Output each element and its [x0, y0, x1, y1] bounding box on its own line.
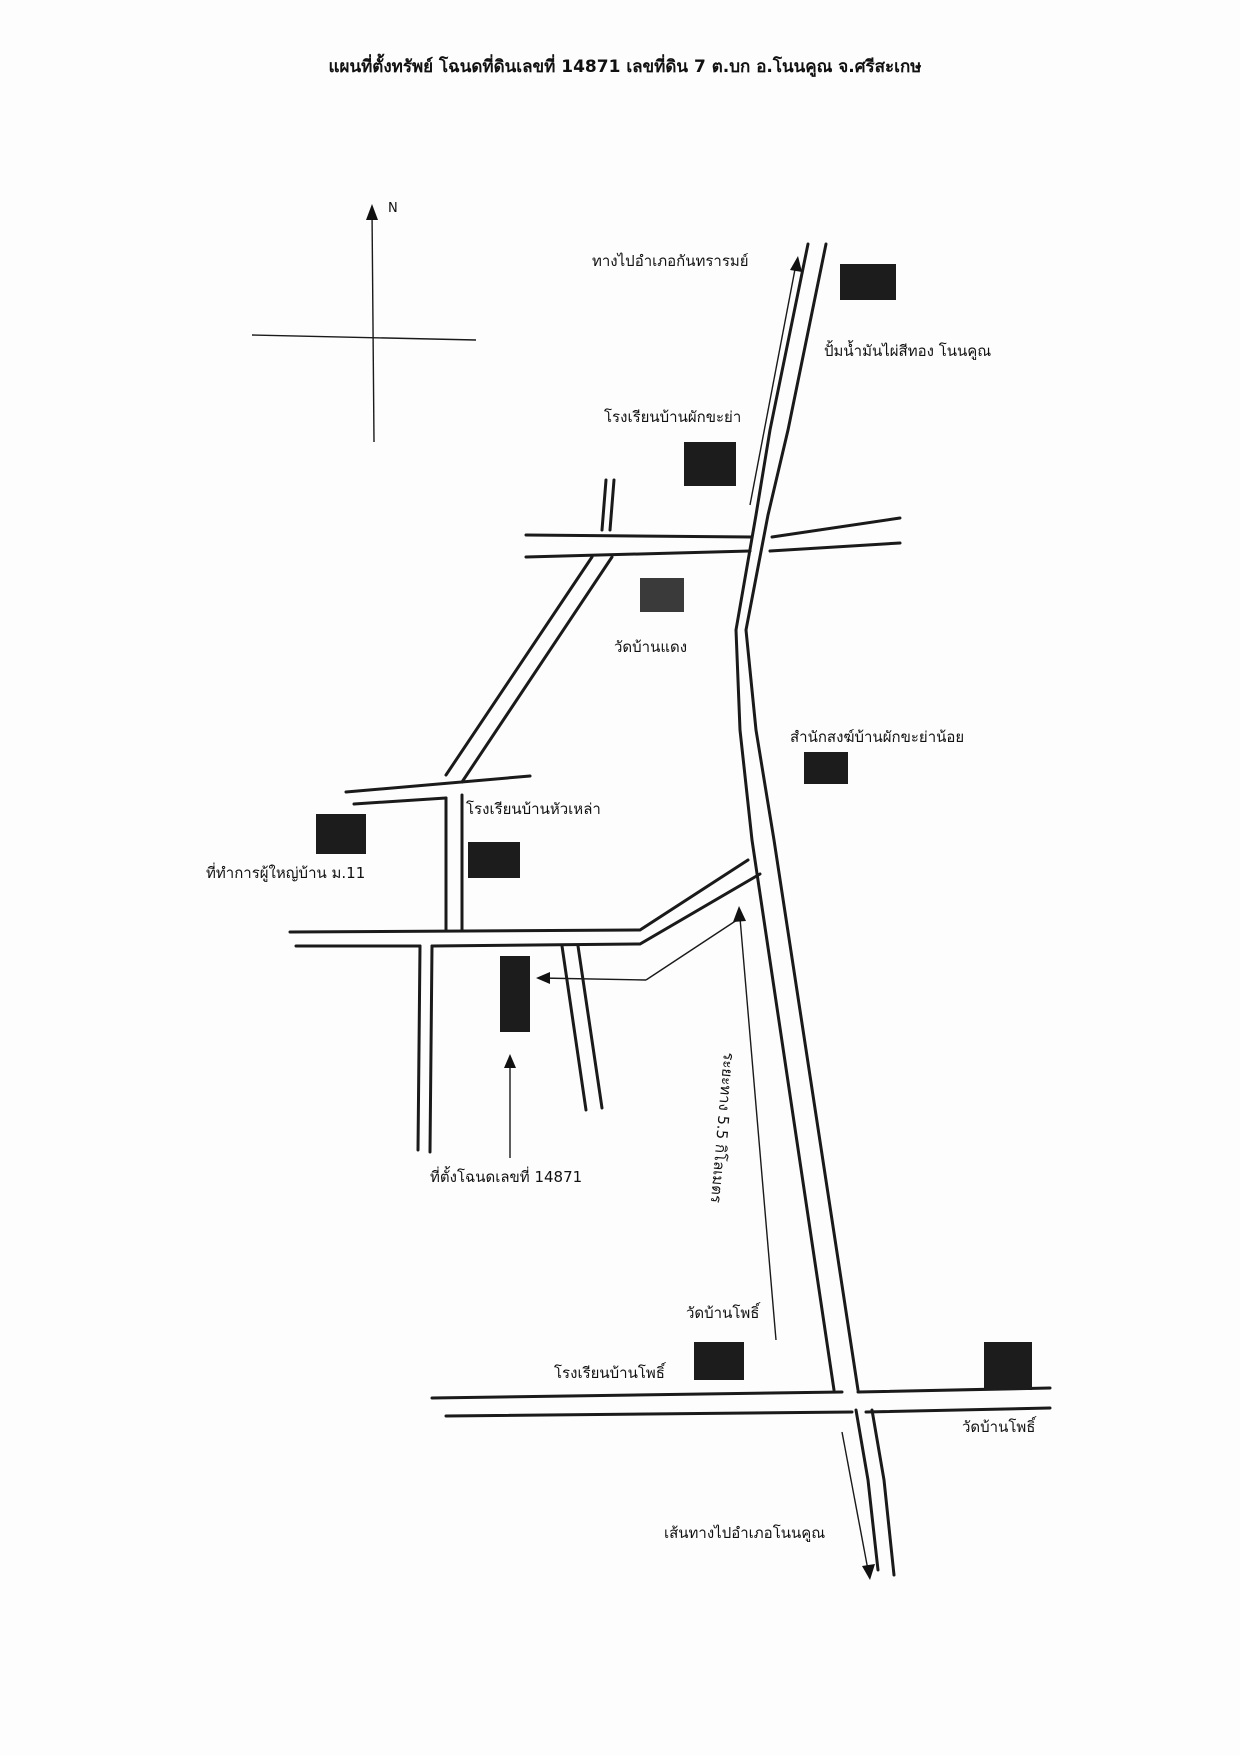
main-road: [734, 242, 896, 1577]
arrow-to-non-khun: [841, 1431, 869, 1571]
north-label: N: [388, 201, 398, 216]
label-school-phak-kha-ya: โรงเรียนบ้านผักขะย่า: [604, 408, 741, 426]
label-wat-ban-pho-right: วัดบ้านโพธิ์: [962, 1416, 1037, 1436]
south-road-lower-east: [864, 1406, 1052, 1414]
village-road-south-east-edge: [428, 944, 434, 1154]
place-labels: ทางไปอำเภอกันทรารมย์ ปั้มน้ำมันไผ่สีทอง …: [206, 252, 1037, 1542]
main-road-south-west-edge: [854, 1408, 880, 1572]
compass-ns-line: [371, 209, 375, 443]
school-hua-lao-building: [468, 842, 520, 878]
village-road-main-upper: [288, 858, 750, 934]
arrow-to-kanthararom: [749, 263, 797, 506]
compass-ew-line: [251, 334, 477, 341]
side-road-stub-left: [600, 478, 608, 532]
village-head-office-building: [316, 814, 366, 854]
label-wat-ban-daeng: วัดบ้านแดง: [614, 638, 687, 656]
village-road-south2-east-edge: [576, 944, 604, 1110]
arrow-route-to-plot: [539, 977, 647, 981]
village-road-top-upper: [344, 774, 532, 794]
north-compass: N: [251, 201, 477, 443]
junction-road-upper-west: [524, 533, 754, 539]
south-road-upper-west: [430, 1390, 844, 1400]
main-road-west-edge: [734, 242, 836, 1392]
label-school-hua-lao: โรงเรียนบ้านหัวเหล่า: [466, 800, 601, 818]
side-road-stub-right: [608, 478, 616, 532]
arrow-head-distance-icon: [733, 906, 746, 922]
village-road-main-lower-east: [430, 872, 762, 948]
arrow-head-plot-icon: [536, 972, 550, 984]
arrow-head-property-icon: [504, 1054, 516, 1068]
village-road-top-lower: [352, 796, 448, 806]
diagonal-road-east-edge: [460, 555, 614, 784]
village-road-south2-west-edge: [560, 944, 588, 1112]
arrow-route-diagonal: [645, 917, 741, 981]
diagonal-road-west-edge: [444, 555, 594, 777]
junction-road-lower-west: [524, 549, 752, 559]
school-phak-kha-ya-building: [684, 442, 736, 486]
main-road-south-east-edge: [870, 1408, 896, 1577]
label-school-ban-pho: โรงเรียนบ้านโพธิ์: [554, 1362, 667, 1382]
village-road-south-west-edge: [416, 944, 422, 1152]
landmarks: [316, 264, 1032, 1390]
school-ban-pho-building: [694, 1342, 744, 1380]
label-to-non-khun: เส้นทางไปอำเภอโนนคูณ: [664, 1524, 825, 1542]
arrow-distance-line: [739, 917, 777, 1341]
south-cross-road: [430, 1386, 1052, 1418]
wat-ban-daeng-building: [640, 578, 684, 612]
label-property-location: ที่ตั้งโฉนดเลขที่ 14871: [430, 1166, 582, 1186]
wat-ban-pho-building: [984, 1342, 1032, 1390]
label-wat-ban-pho-upper: วัดบ้านโพธิ์: [686, 1302, 761, 1322]
junction-road-lower-east: [768, 541, 902, 553]
property-plot-marker: [500, 956, 530, 1032]
main-road-east-edge: [744, 242, 860, 1392]
diagonal-road: [444, 555, 614, 784]
arrow-head-north-icon: [790, 256, 802, 272]
monastery-building: [804, 752, 848, 784]
junction-road-upper-east: [770, 516, 902, 539]
direction-arrows: [504, 256, 875, 1580]
label-to-kanthararom: ทางไปอำเภอกันทรารมย์: [592, 252, 749, 270]
map-title: แผนที่ตั้งทรัพย์ โฉนดที่ดินเลขที่ 14871 …: [329, 53, 922, 78]
label-gas-station: ปั้มน้ำมันไผ่สีทอง โนนคูณ: [824, 340, 991, 360]
label-distance: ระยะทาง 5.5 กิโลเมตร: [707, 1052, 738, 1204]
arrow-head-south-icon: [862, 1564, 875, 1580]
north-junction-roads: [524, 478, 902, 559]
village-roads: [288, 774, 762, 1154]
north-arrow-icon: [366, 204, 378, 220]
south-road-lower-west: [444, 1410, 854, 1418]
gas-station-building: [840, 264, 896, 300]
label-monastery: สำนักสงฆ์บ้านผักขะย่าน้อย: [790, 728, 964, 746]
label-village-head-office: ที่ทำการผู้ใหญ่บ้าน ม.11: [206, 862, 365, 882]
